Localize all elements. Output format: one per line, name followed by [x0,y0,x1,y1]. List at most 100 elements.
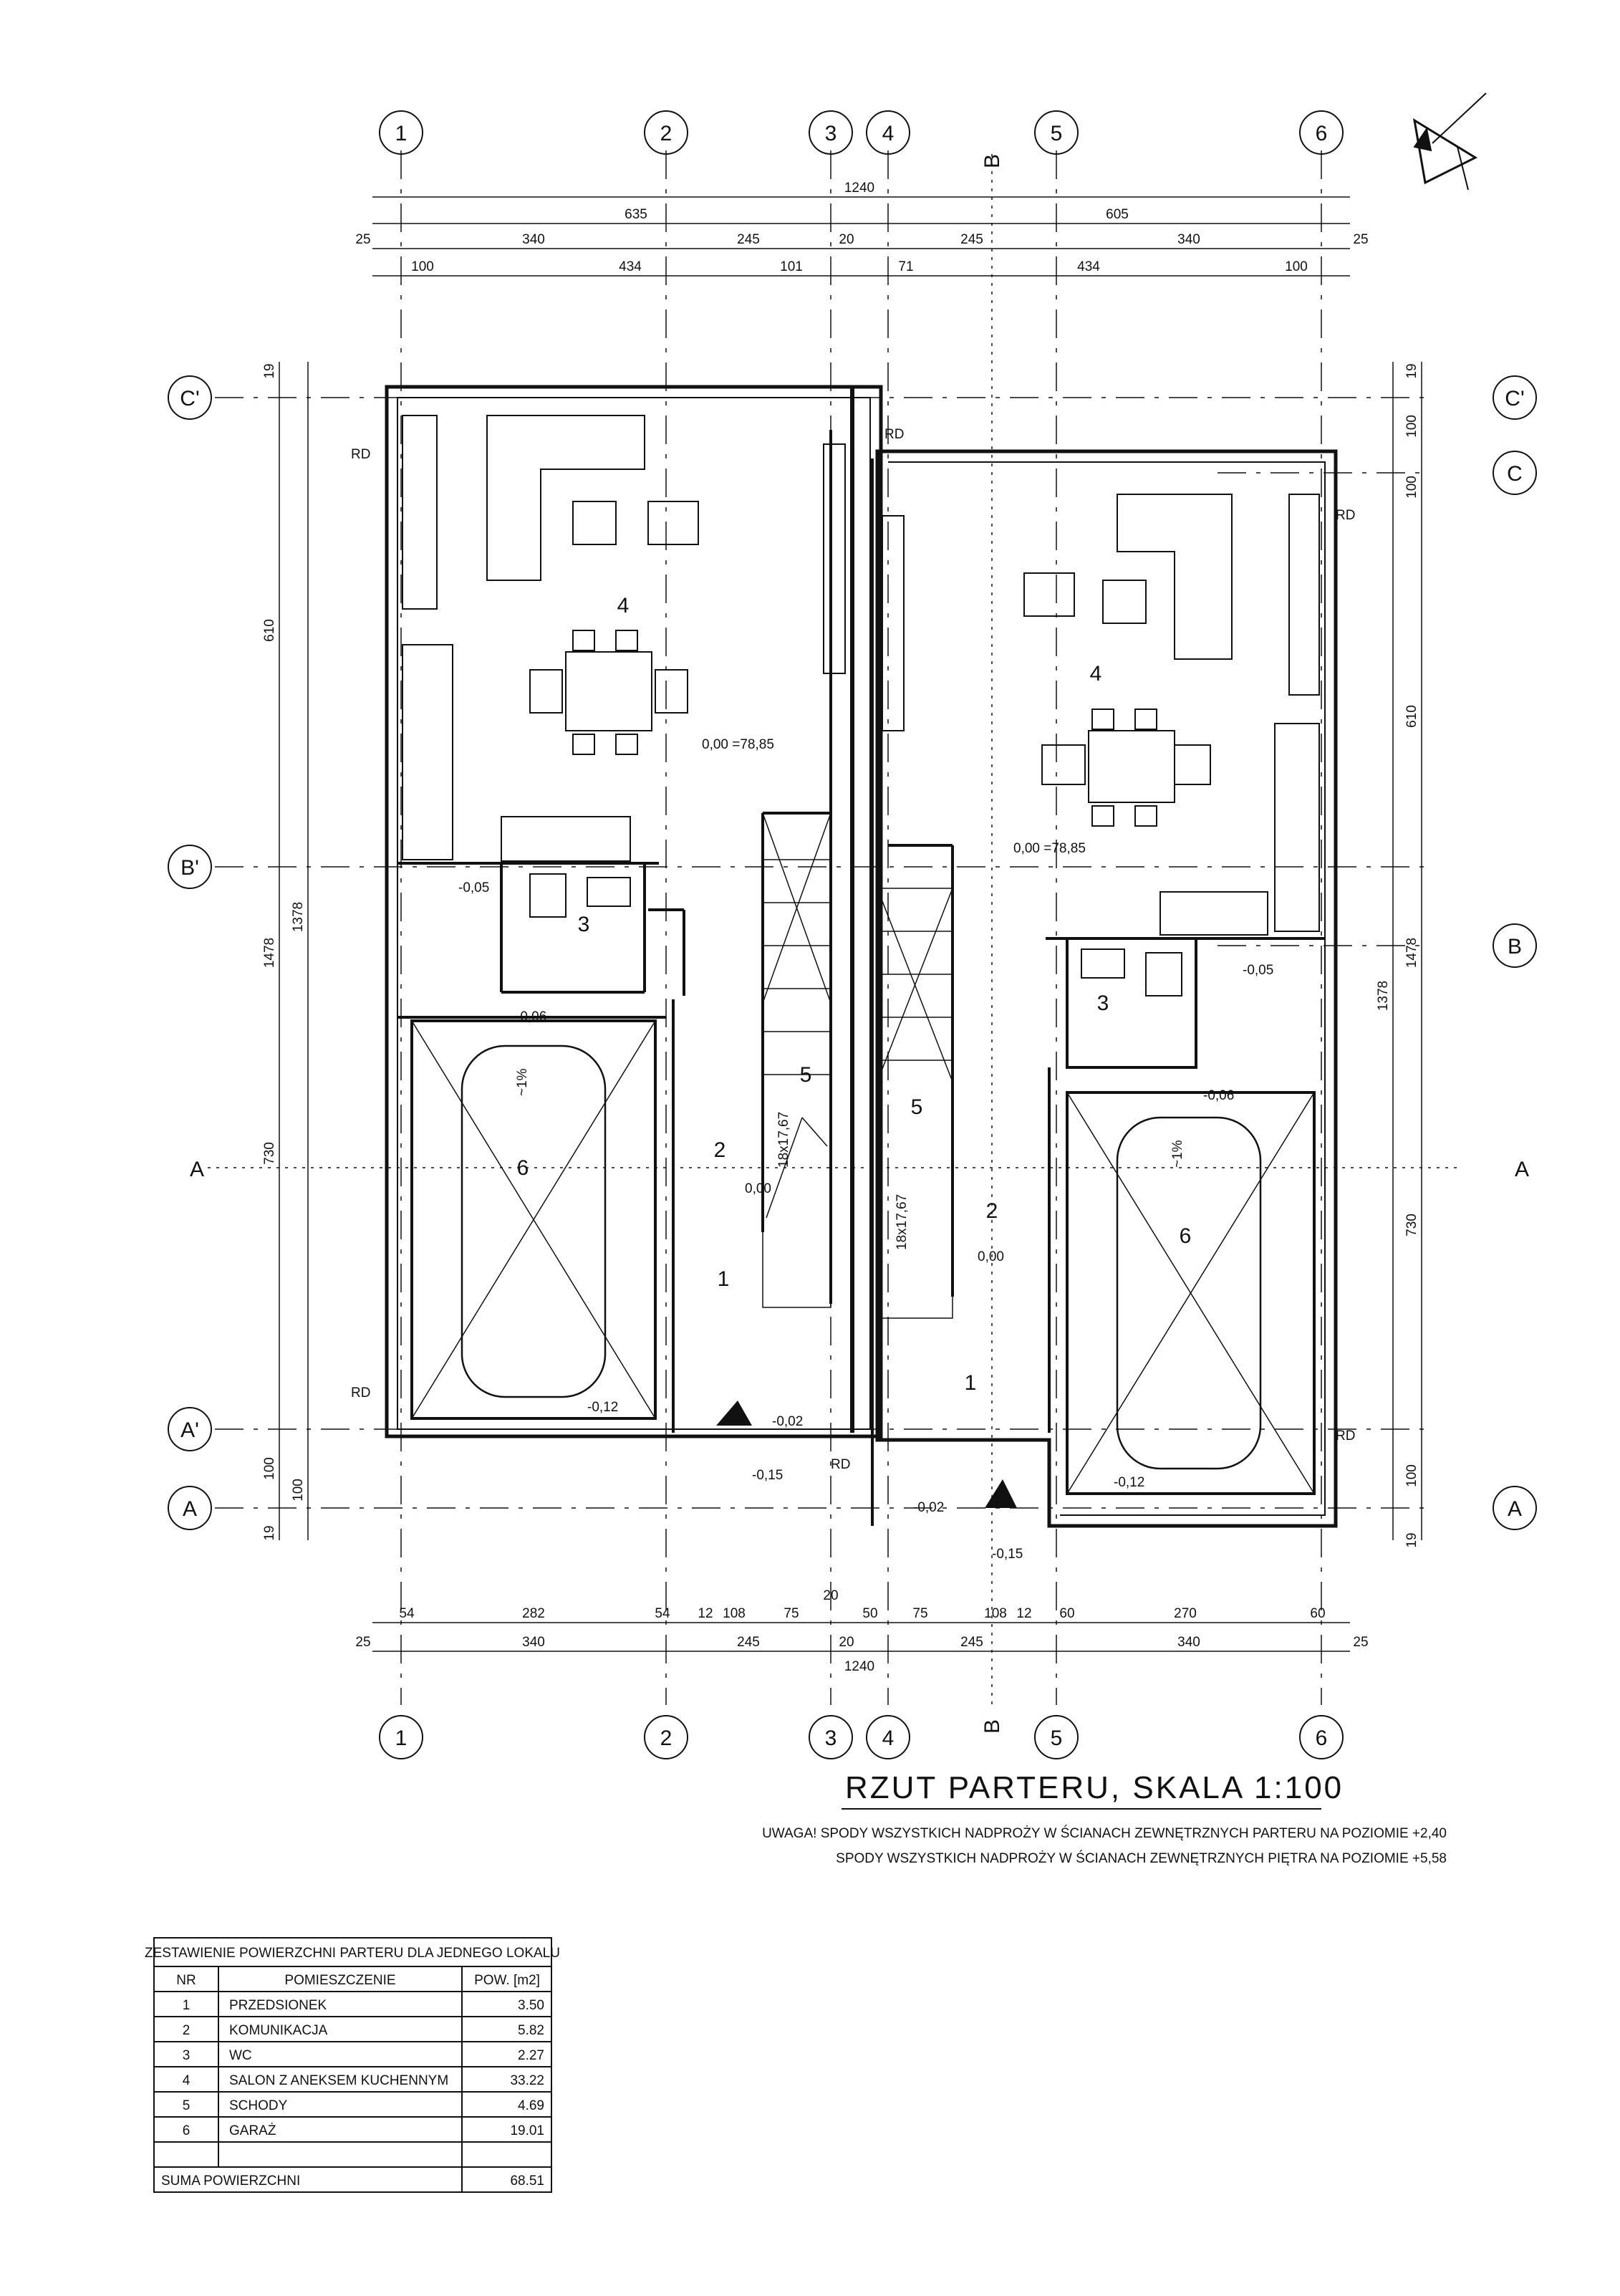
dim-bot-r1-3: 12 [698,1606,713,1621]
dim-top-r3-1: 434 [619,259,642,274]
dim-top-r3-4: 434 [1077,259,1100,274]
dim-left-0: 19 [262,363,277,378]
room-number-4-left: 4 [617,594,630,618]
room-number-6-left: 6 [517,1156,529,1180]
level-mark: -0,06 [1203,1088,1234,1103]
axis-label-6: 6 [1316,122,1328,145]
axis-label-1: 1 [395,122,408,145]
table-cell: 5.82 [518,2023,544,2038]
slope-label: ~1% [1170,1140,1185,1168]
axis-label-c-right: C [1507,462,1523,486]
dim-right-1: 100 [1404,415,1419,438]
note-line-2: SPODY WSZYSTKICH NADPROŻY W ŚCIANACH ZEW… [836,1850,1447,1866]
axis-label-6-bottom: 6 [1316,1726,1328,1750]
dim-bot-r2-0: 25 [355,1635,370,1650]
dim-bot-r2-2: 245 [737,1635,760,1650]
level-mark: -0,05 [458,880,489,895]
dim-right-3: 610 [1404,705,1419,728]
section-mark-a-left: A [190,1158,204,1181]
dim-bot-r1-5: 75 [784,1606,799,1621]
dim-right-8: 19 [1404,1532,1419,1547]
dim-right-7: 100 [1404,1464,1419,1487]
table-sum-label: SUMA POWIERZCHNI [161,2173,300,2189]
dim-left-7: 19 [262,1525,277,1540]
dim-bot-r2-4: 245 [960,1635,983,1650]
dim-right-6: 730 [1404,1214,1419,1236]
dim-top-r3-3: 71 [898,259,913,274]
table-cell: 4.69 [518,2098,544,2113]
dim-top-r2-0: 25 [355,232,370,247]
dim-top-r2-3: 20 [839,232,854,247]
axis-bubbles-top [168,110,1537,1759]
rd-label: RD [1336,1428,1355,1444]
axis-label-3: 3 [825,122,837,145]
room-number-1-right: 1 [965,1371,977,1395]
axis-label-b-right: B [1508,935,1522,959]
room-number-3-right: 3 [1097,991,1109,1015]
area-table: ZESTAWIENIE POWIERZCHNI PARTERU DLA JEDN… [145,1937,560,2193]
axis-label-a-prime-left: A' [180,1418,199,1442]
room-number-3-left: 3 [578,913,590,936]
dim-bot-r1-12: 270 [1174,1606,1197,1621]
rd-label: RD [351,1385,370,1401]
note-line-1: UWAGA! SPODY WSZYSTKICH NADPROŻY W ŚCIAN… [762,1825,1447,1841]
axis-label-a-right: A [1508,1497,1522,1521]
section-mark-b-top: B [980,154,1004,168]
car-icon [461,1044,1262,1470]
table-cell: GARAŻ [229,2123,276,2138]
dim-top-r2-1: 340 [522,232,545,247]
level-mark: -0,05 [1243,963,1273,978]
dim-top-r2-4: 245 [960,232,983,247]
table-cell: WC [229,2048,252,2063]
table-cell: 19.01 [510,2123,544,2138]
table-cell: SALON Z ANEKSEM KUCHENNYM [229,2073,448,2088]
dim-top-r3-5: 100 [1285,259,1308,274]
rd-label: RD [1336,508,1355,523]
level-mark: -0,02 [913,1500,944,1515]
dim-top-r1-1: 605 [1106,207,1129,222]
table-cell: 2 [183,2023,191,2038]
table-caption: ZESTAWIENIE POWIERZCHNI PARTERU DLA JEDN… [145,1946,560,1961]
level-mark: -0,12 [1114,1475,1144,1490]
dim-bot-r1-4: 108 [723,1606,746,1621]
axis-label-5-bottom: 5 [1051,1726,1063,1750]
dim-bot-r1-0: 54 [399,1606,415,1621]
slope-label: ~1% [515,1068,530,1096]
rd-label: RD [831,1457,850,1472]
section-mark-a-right: A [1515,1158,1529,1181]
axis-label-1-bottom: 1 [395,1726,408,1750]
dim-left-2: 1378 [291,902,306,932]
rd-label: RD [351,447,370,462]
room-number-2-right: 2 [986,1199,998,1223]
axis-label-b-prime-left: B' [180,856,199,880]
dim-bot-r2-1: 340 [522,1635,545,1650]
dim-left-6: 100 [291,1479,306,1502]
dim-right-4: 1378 [1376,981,1391,1011]
room-number-5-right: 5 [911,1095,923,1119]
dim-bot-r1-13: 60 [1310,1606,1325,1621]
level-mark: -0,12 [587,1400,618,1415]
table-cell: 33.22 [510,2073,544,2088]
table-header-room: POMIESZCZENIE [284,1973,395,1988]
dim-left-3: 1478 [262,938,277,968]
level-mark: -0,15 [992,1547,1023,1562]
dim-bot-r1-8: 75 [912,1606,927,1621]
dim-left-4: 730 [262,1142,277,1165]
dim-left-5: 100 [262,1457,277,1480]
rd-label: RD [884,427,904,442]
axis-label-4: 4 [882,122,895,145]
table-cell: 4 [183,2073,191,2088]
table-cell: 6 [183,2123,191,2138]
dim-top-r2-2: 245 [737,232,760,247]
table-cell: SCHODY [229,2098,288,2113]
level-mark: 0,00 [745,1181,771,1196]
level-mark: 0,00 =78,85 [1013,841,1086,856]
axis-label-c-prime-right: C' [1505,387,1524,410]
dim-bot-r1-9: 108 [984,1606,1007,1621]
dim-bot-r1-6: 20 [823,1588,838,1603]
axis-label-4-bottom: 4 [882,1726,895,1750]
table-cell: 2.27 [518,2048,544,2063]
dim-bot-r2-6: 25 [1353,1635,1368,1650]
room-number-6-right: 6 [1180,1224,1192,1248]
section-mark-b-bottom: B [980,1719,1004,1734]
